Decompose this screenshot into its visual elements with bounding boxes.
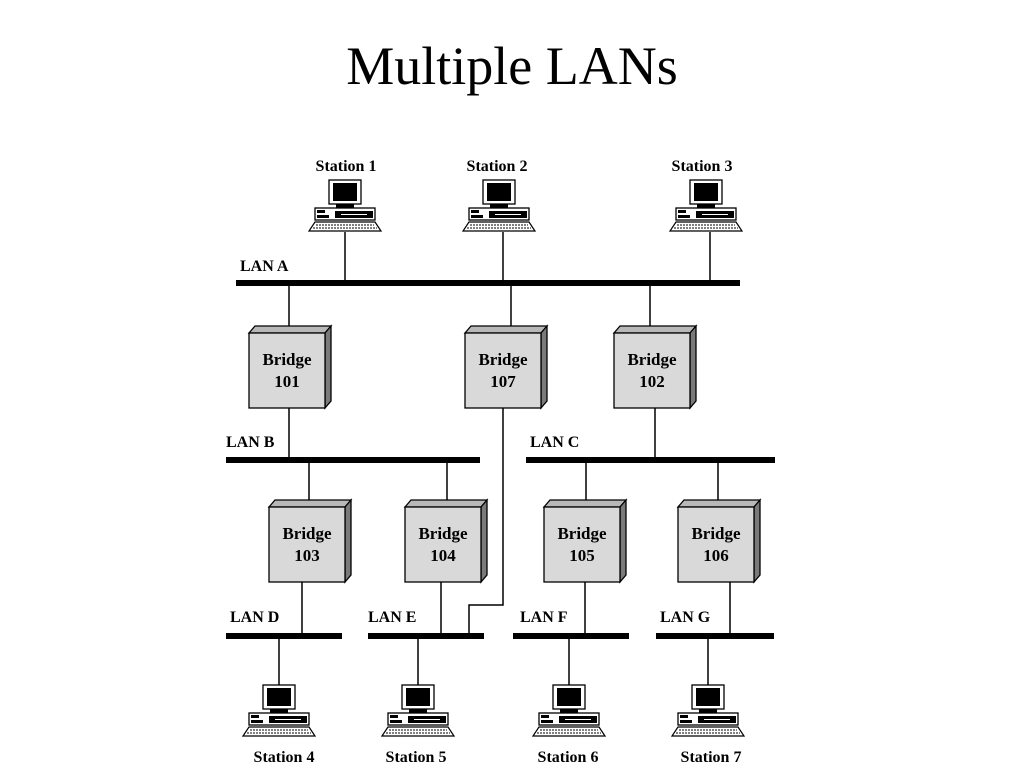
computer-icon	[669, 179, 743, 232]
bridge-label-line1: Bridge	[691, 524, 741, 543]
lan-g-bar	[656, 633, 774, 639]
computer-icon	[308, 179, 382, 232]
station-2-label: Station 2	[467, 158, 528, 175]
connector-lines	[278, 232, 731, 685]
bridge-label-line1: Bridge	[557, 524, 607, 543]
bridge-label-line2: 103	[294, 546, 320, 565]
lan-c-label: LAN C	[530, 434, 579, 451]
bridge-label-line2: 102	[639, 372, 665, 391]
lan-b-bar	[226, 457, 480, 463]
computer-icon	[532, 684, 606, 737]
bridge-label-line2: 106	[703, 546, 729, 565]
lan-e-label: LAN E	[368, 609, 416, 626]
computer-icon	[242, 684, 316, 737]
bridge-102: Bridge 102	[612, 324, 698, 410]
station-3-label: Station 3	[672, 158, 733, 175]
bridge-101: Bridge 101	[247, 324, 333, 410]
bridge-label-line2: 104	[430, 546, 456, 565]
computer-icon	[381, 684, 455, 737]
lan-bars	[226, 280, 775, 639]
bridge-label-line1: Bridge	[282, 524, 332, 543]
bridge-label-line2: 107	[490, 372, 516, 391]
computer-icon	[671, 684, 745, 737]
bridge-label-line2: 101	[274, 372, 300, 391]
bridge-label-line1: Bridge	[478, 350, 528, 369]
bridge-label-line1: Bridge	[262, 350, 312, 369]
bridge-106: Bridge 106	[676, 498, 762, 584]
station-5-label: Station 5	[386, 749, 447, 766]
bridge-103: Bridge 103	[267, 498, 353, 584]
bridge-104: Bridge 104	[403, 498, 489, 584]
lan-d-bar	[226, 633, 342, 639]
station-6-label: Station 6	[538, 749, 599, 766]
slide-title: Multiple LANs	[346, 36, 678, 96]
lan-a-label: LAN A	[240, 258, 289, 275]
bridge-label-line1: Bridge	[627, 350, 677, 369]
lan-d-label: LAN D	[230, 609, 279, 626]
computer-icon	[462, 179, 536, 232]
bridge-105: Bridge 105	[542, 498, 628, 584]
lan-f-bar	[513, 633, 629, 639]
bridge-label-line1: Bridge	[418, 524, 468, 543]
lan-a-bar	[236, 280, 740, 286]
lan-g-label: LAN G	[660, 609, 711, 626]
station-4-label: Station 4	[254, 749, 315, 766]
bridge-label-line2: 105	[569, 546, 595, 565]
bridge-107: Bridge 107	[463, 324, 549, 410]
lan-b-label: LAN B	[226, 434, 275, 451]
lan-f-label: LAN F	[520, 609, 568, 626]
lan-e-bar	[368, 633, 484, 639]
station-7-label: Station 7	[681, 749, 742, 766]
lan-c-bar	[526, 457, 775, 463]
station-1-label: Station 1	[316, 158, 377, 175]
